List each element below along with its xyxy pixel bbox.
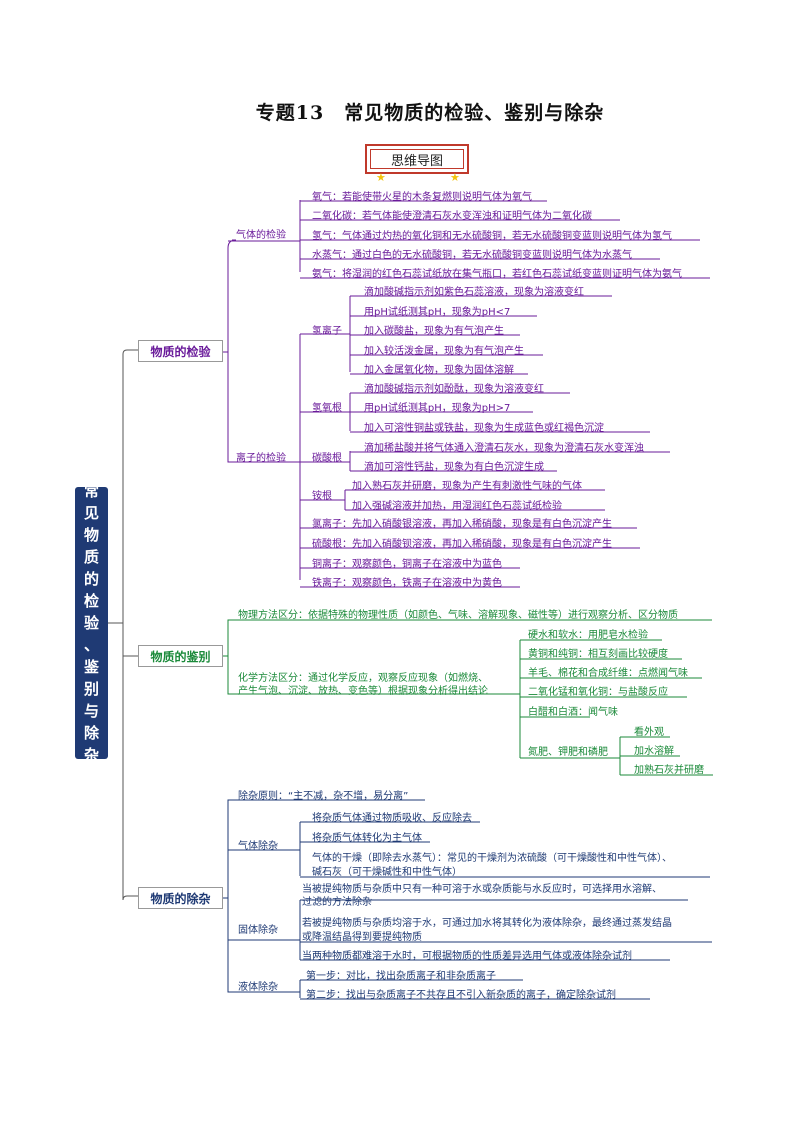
solid-purify-line: 过滤的方法除杂 — [302, 897, 372, 908]
ion-h-label: 氢离子 — [312, 326, 342, 337]
ion-h-item: 用pH试纸测其pH，现象为pH<7 — [364, 307, 511, 318]
gas-item: 水蒸气：通过白色的无水硫酸铜，若无水硫酸铜变蓝则说明气体为水蒸气 — [312, 250, 632, 261]
gas-purify-item: 将杂质气体转化为主气体 — [312, 833, 422, 844]
root-char: 、 — [83, 636, 99, 654]
root-char: 别 — [83, 680, 99, 698]
ion-nh4-item: 加入熟石灰并研磨，现象为产生有刺激性气味的气体 — [352, 481, 582, 492]
root-char: 见 — [83, 504, 99, 522]
chemical-method-line: 化学方法区分：通过化学反应，观察反应现象（如燃烧、 — [238, 673, 488, 684]
identify-example: 硬水和软水：用肥皂水检验 — [528, 630, 648, 641]
root-char: 除 — [83, 724, 99, 742]
identify-example: 羊毛、棉花和合成纤维：点燃闻气味 — [528, 668, 688, 679]
branch-jianyan: 物质的检验 — [138, 340, 223, 362]
ion-oh-item: 加入可溶性铜盐或铁盐，现象为生成蓝色或红褐色沉淀 — [364, 423, 604, 434]
star-icon: ★ — [376, 171, 386, 184]
ion-nh4-label: 铵根 — [312, 491, 332, 502]
fertilizer-method: 加水溶解 — [634, 746, 674, 757]
root-char: 物 — [83, 526, 99, 544]
branch-jianbie: 物质的鉴别 — [138, 645, 223, 667]
star-icon: ★ — [450, 171, 460, 184]
ion-other-item: 铁离子：观察颜色，铁离子在溶液中为黄色 — [312, 578, 502, 589]
ion-other-item: 铜离子：观察颜色，铜离子在溶液中为蓝色 — [312, 559, 502, 570]
liquid-purify-step: 第一步：对比，找出杂质离子和非杂质离子 — [306, 971, 496, 982]
fertilizer-method: 看外观 — [634, 727, 664, 738]
gas-dry-line: 气体的干燥（即除去水蒸气）：常见的干燥剂为浓硫酸（可干燥酸性和中性气体）、 — [312, 853, 672, 864]
gas-purify-label: 气体除杂 — [238, 841, 278, 852]
gas-purify-item: 将杂质气体通过物质吸收、反应除去 — [312, 813, 472, 824]
ion-h-item: 滴加酸碱指示剂如紫色石蕊溶液，现象为溶液变红 — [364, 287, 584, 298]
ion-oh-label: 氢氧根 — [312, 403, 342, 414]
gas-dry-line: 碱石灰（可干燥碱性和中性气体） — [312, 867, 462, 878]
root-char: 杂 — [83, 746, 99, 764]
ion-oh-item: 用pH试纸测其pH，现象为pH>7 — [364, 403, 511, 414]
ion-other-item: 氯离子：先加入硝酸银溶液，再加入稀硝酸，现象是有白色沉淀产生 — [312, 519, 612, 530]
gas-item: 氨气：将湿润的红色石蕊试纸放在集气瓶口，若红色石蕊试纸变蓝则证明气体为氨气 — [312, 269, 682, 280]
root-char: 鉴 — [83, 658, 99, 676]
page-title: 专题13 常见物质的检验、鉴别与除杂 — [255, 102, 605, 124]
identify-example: 二氧化锰和氧化铜：与盐酸反应 — [528, 687, 668, 698]
solid-purify-line: 若被提纯物质与杂质均溶于水，可通过加水将其转化为液体除杂，最终通过蒸发结晶 — [302, 918, 672, 929]
root-char: 检 — [83, 592, 99, 610]
liquid-purify-step: 第二步：找出与杂质离子不共存且不引入新杂质的离子，确定除杂试剂 — [306, 990, 616, 1001]
mind-map-banner: 思维导图 — [365, 144, 469, 174]
physical-method: 物理方法区分：依据特殊的物理性质（如颜色、气味、溶解现象、磁性等）进行观察分析、… — [238, 610, 678, 621]
solid-purify-line: 当两种物质都难溶于水时，可根据物质的性质差异选用气体或液体除杂试剂 — [302, 951, 632, 962]
ion-co3-label: 碳酸根 — [312, 453, 342, 464]
ion-h-item: 加入较活泼金属，现象为有气泡产生 — [364, 346, 524, 357]
identify-example: 黄铜和纯铜：相互刻画比较硬度 — [528, 649, 668, 660]
ion-test-label: 离子的检验 — [236, 453, 286, 464]
chemical-method-line: 产生气泡、沉淀、放热、变色等）根据现象分析得出结论 — [238, 686, 488, 697]
root-char: 验 — [83, 614, 99, 632]
liquid-purify-label: 液体除杂 — [238, 982, 278, 993]
gas-item: 氢气：气体通过灼热的氧化铜和无水硫酸铜，若无水硫酸铜变蓝则说明气体为氢气 — [312, 231, 672, 242]
solid-purify-label: 固体除杂 — [238, 925, 278, 936]
ion-nh4-item: 加入强碱溶液并加热，用湿润红色石蕊试纸检验 — [352, 501, 562, 512]
root-char: 常 — [83, 482, 99, 500]
solid-purify-line: 当被提纯物质与杂质中只有一种可溶于水或杂质能与水反应时，可选择用水溶解、 — [302, 884, 662, 895]
root-char: 的 — [83, 570, 99, 588]
ion-oh-item: 滴加酸碱指示剂如酚酞，现象为溶液变红 — [364, 384, 544, 395]
gas-item: 二氧化碳：若气体能使澄清石灰水变浑浊和证明气体为二氧化碳 — [312, 211, 592, 222]
solid-purify-line: 或降温结晶得到要提纯物质 — [302, 932, 422, 943]
root-char: 与 — [83, 702, 99, 720]
ion-h-item: 加入碳酸盐，现象为有气泡产生 — [364, 326, 504, 337]
ion-h-item: 加入金属氧化物，现象为固体溶解 — [364, 365, 514, 376]
purify-principle: 除杂原则：“主不减，杂不增，易分离” — [238, 791, 409, 802]
root-char: 质 — [83, 548, 99, 566]
gas-test-label: 气体的检验 — [236, 230, 286, 241]
ion-co3-item: 滴加可溶性钙盐，现象为有白色沉淀生成 — [364, 462, 544, 473]
fertilizer-method: 加熟石灰并研磨 — [634, 765, 704, 776]
branch-chuza: 物质的除杂 — [138, 887, 223, 909]
identify-example: 白醋和白酒：闻气味 — [528, 707, 618, 718]
fertilizer-label: 氮肥、钾肥和磷肥 — [528, 747, 608, 758]
banner-label: 思维导图 — [370, 149, 464, 169]
gas-item: 氧气：若能使带火星的木条复燃则说明气体为氧气 — [312, 192, 532, 203]
ion-co3-item: 滴加稀盐酸并将气体通入澄清石灰水，现象为澄清石灰水变浑浊 — [364, 443, 644, 454]
root-topic: 常 见 物 质 的 检 验 、 鉴 别 与 除 杂 — [75, 482, 108, 764]
ion-other-item: 硫酸根：先加入硝酸钡溶液，再加入稀硝酸，现象是有白色沉淀产生 — [312, 539, 612, 550]
